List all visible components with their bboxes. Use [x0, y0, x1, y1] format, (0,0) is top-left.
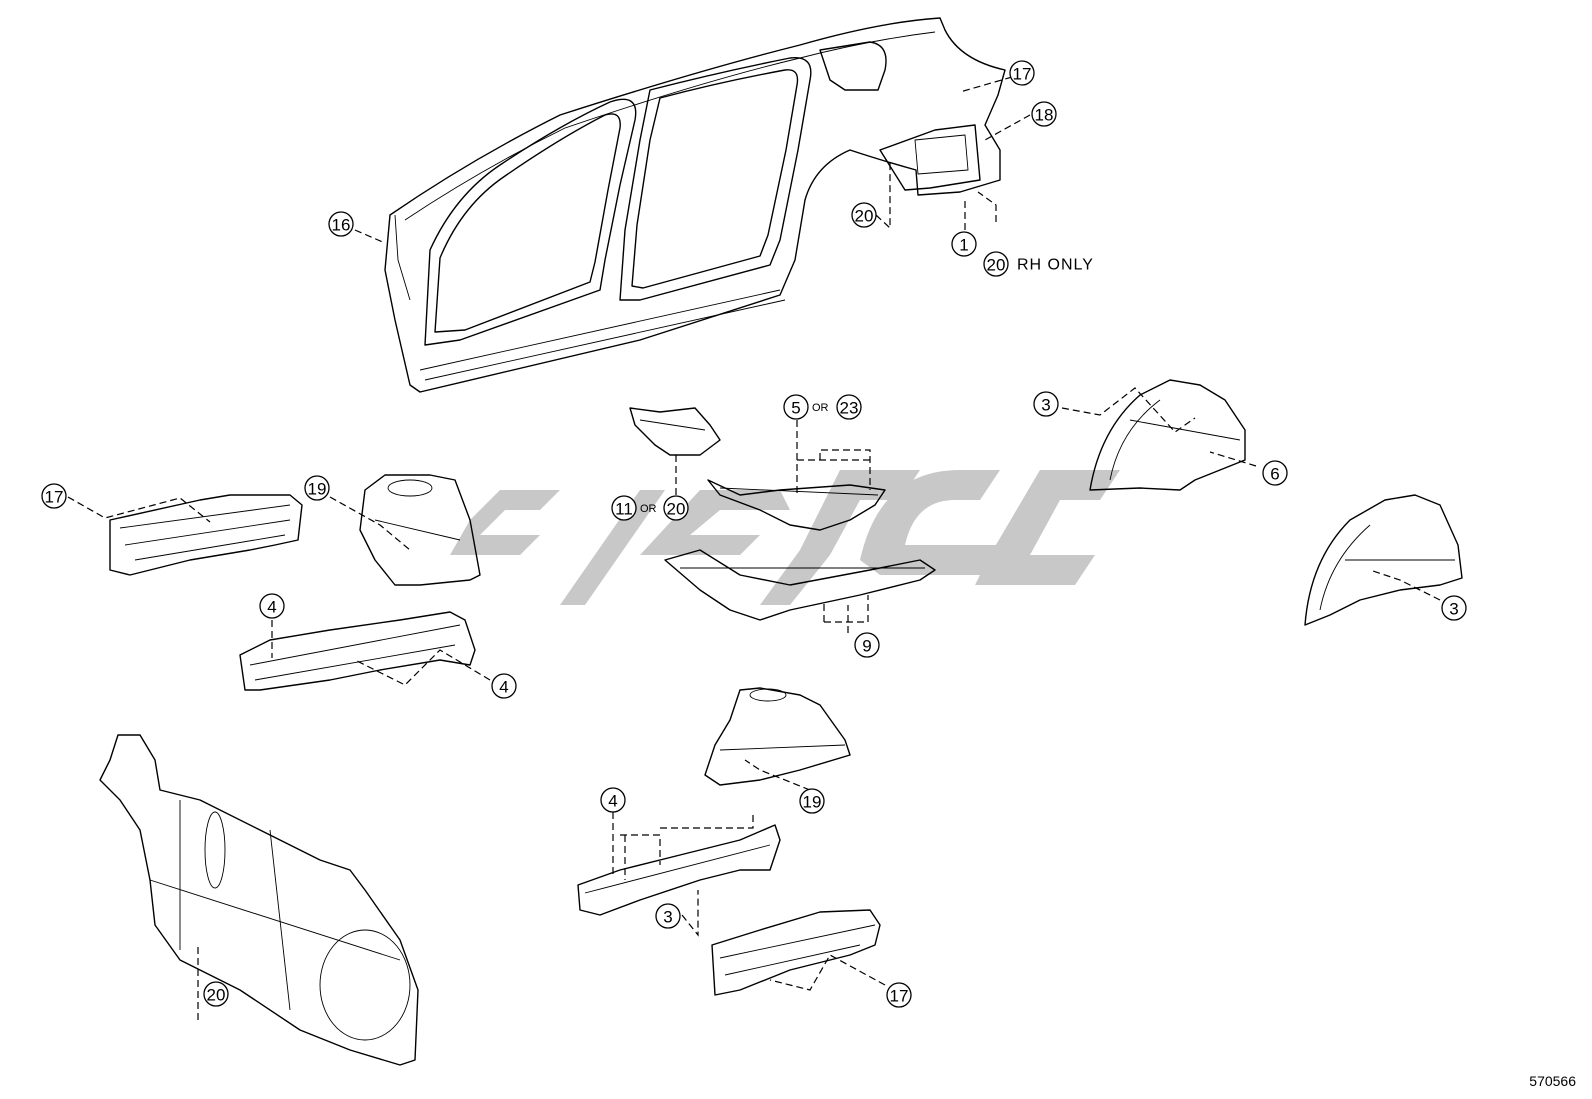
callout-20-mid-label: 20 — [667, 500, 686, 519]
callout-5-or-23: 5 OR 23 — [783, 394, 862, 420]
callout-17-top: 17 — [1009, 60, 1035, 86]
leader-lines — [67, 76, 1441, 1020]
rh-only-note: RH ONLY — [1017, 257, 1094, 274]
callout-4-bottom: 4 — [600, 787, 626, 813]
callout-18-top: 18 — [1031, 101, 1057, 127]
or-5-23-text: OR — [812, 402, 829, 414]
callout-17-bottom: 17 — [886, 982, 912, 1008]
callout-1-top-label: 1 — [959, 236, 968, 255]
callout-19-left: 19 — [304, 475, 330, 501]
callout-19-bottom: 19 — [799, 788, 825, 814]
front-side-member-upper-left — [109, 494, 303, 576]
callout-1-top: 1 — [951, 231, 977, 257]
callout-6-label: 6 — [1270, 465, 1279, 484]
callout-20-bottom-label: 20 — [207, 986, 226, 1005]
callout-4-left-a: 4 — [259, 593, 285, 619]
callout-17-left-label: 17 — [45, 488, 64, 507]
callout-6: 6 — [1262, 460, 1288, 486]
callout-20-bottom: 20 — [203, 981, 229, 1007]
floor-side-member — [664, 549, 936, 621]
body-side-outer-panel — [384, 17, 1006, 393]
callout-3-top: 3 — [1033, 391, 1059, 417]
callout-20-rh-label: 20 — [987, 256, 1006, 275]
callout-16-label: 16 — [332, 216, 351, 235]
front-side-member-upper-right — [711, 909, 881, 996]
callout-9: 9 — [854, 632, 880, 658]
callout-9-label: 9 — [862, 637, 871, 656]
callout-17-left: 17 — [41, 483, 67, 509]
callout-11-or-20: 11 OR 20 — [611, 495, 689, 521]
callout-4-left-b-label: 4 — [499, 678, 508, 697]
dash-panel — [99, 734, 419, 1066]
callout-4-left-b: 4 — [491, 673, 517, 699]
floor-panel-reinforcement — [707, 479, 886, 531]
callout-20-rh-only: 20 RH ONLY — [983, 251, 1094, 277]
callout-11-label: 11 — [615, 500, 633, 519]
front-apron-left — [359, 474, 481, 586]
callout-3-right: 3 — [1441, 595, 1467, 621]
illustration-reference-number: 570566 — [1529, 1073, 1576, 1089]
callout-20-body-label: 20 — [855, 207, 874, 226]
callout-3-top-label: 3 — [1041, 396, 1050, 415]
or-11-20-text: OR — [640, 503, 657, 515]
callout-3-bottom-label: 3 — [663, 908, 672, 927]
rear-wheel-house-left — [1304, 494, 1463, 626]
callout-5-label: 5 — [791, 399, 800, 418]
callout-16: 16 — [328, 211, 354, 237]
front-apron-right — [704, 687, 851, 786]
callout-4-bottom-label: 4 — [608, 792, 617, 811]
callout-3-bottom: 3 — [655, 903, 681, 929]
callout-19-bottom-label: 19 — [803, 793, 822, 812]
callout-17-bottom-label: 17 — [890, 987, 909, 1006]
callout-19-left-label: 19 — [308, 480, 327, 499]
callout-20-body: 20 — [851, 202, 877, 228]
callout-18-top-label: 18 — [1035, 106, 1054, 125]
callout-4-left-a-label: 4 — [267, 598, 276, 617]
front-side-member-left — [239, 611, 476, 691]
callout-3-right-label: 3 — [1449, 600, 1458, 619]
rear-wheel-house-right — [1089, 379, 1246, 491]
callout-23-label: 23 — [840, 399, 859, 418]
front-side-member-right — [577, 824, 781, 916]
reinforcement-bracket — [629, 407, 721, 456]
callout-17-top-label: 17 — [1013, 65, 1032, 84]
watermark-logo — [450, 470, 1120, 605]
